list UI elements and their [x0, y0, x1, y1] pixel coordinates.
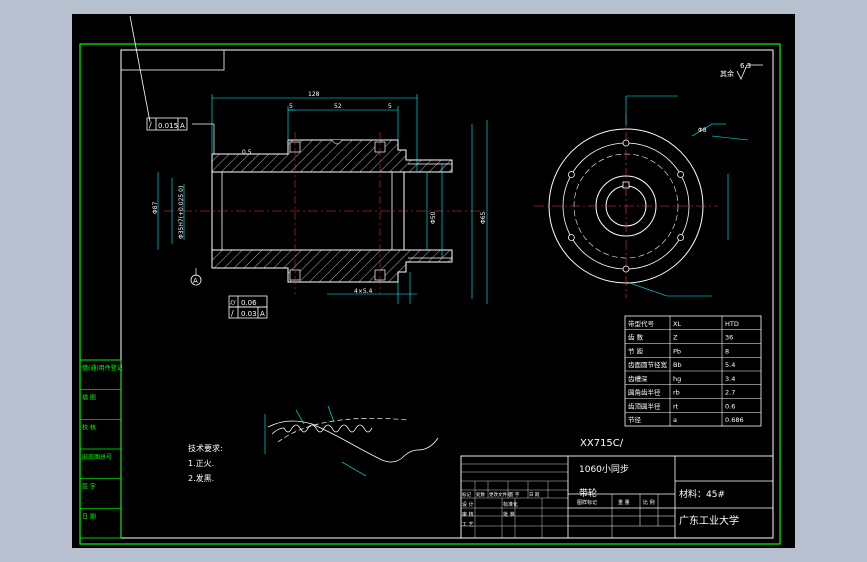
- part-title-1: 1060小同步: [579, 464, 629, 475]
- role-label: 批 准: [503, 511, 515, 518]
- bolt-hole: [568, 171, 575, 178]
- params-cell: 3.4: [725, 375, 735, 383]
- inner-border: [120, 49, 774, 539]
- params-cell: Pb: [673, 347, 681, 355]
- dim-hole-dia: Φ8: [698, 127, 707, 134]
- strip-label: 借(通)用件登记: [82, 364, 123, 372]
- material: 材料：45#: [679, 488, 725, 500]
- bolt-hole: [677, 171, 684, 178]
- title-block: 标记处数更改文件号签 字 日 期设 计审 核工 艺 标准化批 准 图样标记 重 量 比 例…: [460, 438, 774, 539]
- params-cell: XL: [673, 320, 681, 328]
- dim-overall-length: 128: [308, 91, 320, 98]
- params-cell: 圆角齿半径: [628, 388, 661, 397]
- tol-top-value: 0.015: [158, 122, 178, 130]
- params-cell: 齿 数: [628, 333, 644, 342]
- params-cell: Z: [673, 334, 678, 342]
- datum-a: A: [190, 268, 202, 286]
- front-view: [534, 114, 718, 298]
- params-cell: 齿顶圆半径: [628, 401, 661, 410]
- params-cell: 节 距: [628, 347, 644, 355]
- params-cell: a: [673, 416, 677, 424]
- params-cell: 齿槽深: [628, 374, 648, 383]
- front-dim-texts: Φ8: [698, 127, 707, 134]
- strip-label: 描 图: [82, 394, 96, 402]
- dim-outer-dia: Φ65: [480, 211, 487, 224]
- dim-keyway: 4×5.4: [354, 288, 373, 295]
- section-view: [164, 132, 487, 294]
- drawing-sheet: 借(通)用件登记描 图校 核旧底图总号签 字日 期 / 0.015 A ⌭ 0.…: [72, 14, 795, 548]
- params-cell: 齿面圆节径宽: [628, 360, 668, 369]
- params-cell: 5.4: [725, 361, 735, 369]
- tol-b1-symbol: ⌭: [230, 298, 236, 307]
- dim-right-dia: Φ87: [152, 201, 159, 214]
- role-label: 工 艺: [462, 522, 474, 528]
- params-cell: HTD: [725, 320, 739, 328]
- tech-requirements: 技术要求: 1.正火. 2.发黑.: [188, 443, 223, 483]
- dim-d1: 5: [289, 103, 293, 110]
- params-table: 带型代号 XL HTD 齿 数 Z 36 节 距 Pb 8 齿面圆节径宽 Bb 5.4 齿槽深 hg 3.4…: [624, 315, 762, 427]
- strip-label: 旧底图总号: [82, 453, 112, 461]
- params-cell: 8: [725, 347, 729, 355]
- dimension-texts: 128 5 52 5 4×5.4 0.5 Φ87 Φ35H7(+0.025 0)…: [152, 91, 487, 295]
- svg-text:A: A: [193, 277, 198, 285]
- params-cell: 2.7: [725, 389, 735, 397]
- outer-border: [79, 43, 781, 545]
- params-cell: Bb: [673, 361, 682, 369]
- tech-req-2: 2.发黑.: [188, 473, 214, 483]
- tech-req-1: 1.正火.: [188, 459, 214, 468]
- params-cell: 节径: [628, 415, 642, 424]
- strip-label: 校 核: [82, 423, 96, 431]
- params-cell: rt: [673, 402, 679, 410]
- strip-label: 签 字: [82, 483, 96, 491]
- corner-box: [120, 49, 225, 71]
- tol-b2-datum: A: [260, 310, 265, 318]
- stage-header: 比 例: [643, 499, 655, 506]
- bolt-hole: [568, 234, 575, 241]
- rev-header: 处数: [476, 491, 485, 498]
- tooth-detail: [264, 405, 439, 477]
- role-label: 标准化: [503, 501, 518, 508]
- stage-header: 图样标记: [577, 499, 597, 506]
- tol-frame-bottom: ⌭ 0.06 / 0.03 A: [228, 295, 268, 319]
- bolt-hole: [677, 234, 684, 241]
- part-code: XX715C/: [580, 438, 624, 449]
- roughness-note: 其余 6.3: [720, 62, 763, 80]
- roughness-label: 其余: [720, 69, 734, 78]
- dim-chamfer: 0.5: [242, 149, 252, 156]
- tol-b2-value: 0.03: [241, 310, 257, 318]
- params-cell: hg: [673, 375, 681, 383]
- school-name: 广东工业大学: [679, 514, 739, 527]
- params-cell: 带型代号: [628, 319, 655, 328]
- tech-req-title: 技术要求:: [188, 443, 223, 453]
- dim-d3: 5: [388, 103, 392, 110]
- bolt-hole: [622, 139, 630, 147]
- params-cell: 36: [725, 334, 733, 342]
- tol-top-datum: A: [180, 122, 185, 130]
- rev-header: 标记: [462, 491, 471, 498]
- rev-header: 签 字: [509, 491, 520, 498]
- roughness-value: 6.3: [740, 62, 751, 70]
- dim-bore-tol: Φ35H7(+0.025 0): [178, 186, 185, 239]
- params-cell: 0.6: [725, 402, 735, 410]
- tol-top-symbol: /: [149, 121, 152, 130]
- dim-d2: 52: [334, 103, 342, 110]
- part-title-2: 带轮: [579, 487, 597, 499]
- params-cell: 0.686: [725, 416, 744, 424]
- stage-header: 重 量: [618, 499, 630, 506]
- role-label: 设 计: [462, 501, 474, 508]
- rev-header: 日 期: [529, 492, 540, 498]
- strip-label: 日 期: [82, 512, 96, 520]
- role-label: 审 核: [462, 511, 474, 518]
- tol-b1-value: 0.06: [241, 299, 257, 307]
- front-dimensions: [625, 95, 749, 297]
- tol-b2-symbol: /: [231, 309, 234, 318]
- tol-frame-top: / 0.015 A: [146, 117, 188, 131]
- dim-bore-dia: Φ50: [430, 211, 437, 224]
- section-dimensions: [157, 94, 488, 304]
- bolt-hole: [622, 265, 630, 273]
- params-cell: rb: [673, 389, 680, 397]
- rev-header: 更改文件号: [489, 491, 512, 498]
